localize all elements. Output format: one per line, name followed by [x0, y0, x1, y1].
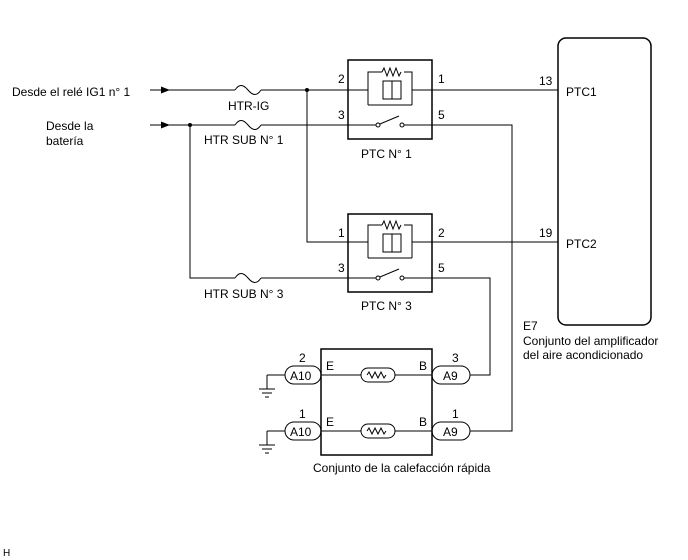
amplifier-box: [557, 37, 652, 326]
fuse-htr-ig-symbol: [234, 85, 262, 95]
connector-a9-row2: [431, 421, 471, 441]
ptc3-resistor-icon: [381, 219, 402, 231]
source-ig1-label: Desde el relé IG1 n° 1: [12, 85, 131, 99]
amp-pin-a-name: PTC1: [566, 85, 597, 99]
heater-row1-left-pin: 2: [299, 351, 306, 365]
amp-label-line1: Conjunto del amplificador: [523, 334, 658, 348]
ptc1-label: PTC N° 1: [361, 147, 412, 161]
ptc1-switch-icon: [379, 115, 400, 125]
source-battery-label-line2: batería: [46, 134, 84, 148]
ptc3-pin-br: 5: [438, 261, 445, 275]
heater-row2-right-pin: 1: [452, 407, 459, 421]
fuse-htr-ig-label: HTR-IG: [228, 99, 269, 113]
connector-a9-row1: [431, 365, 471, 385]
heater-row2-left-conn: A10: [290, 425, 312, 439]
wire-ptc1-to-heater: [432, 124, 513, 432]
heater-row1-right-conn: A9: [443, 369, 458, 383]
relay-ptc3: [347, 213, 433, 293]
amp-pin-b-name: PTC2: [566, 237, 597, 251]
heater-box: [320, 348, 433, 456]
fuse-htr-sub3-symbol: [234, 273, 262, 283]
amp-pin-b-number: 19: [539, 226, 553, 240]
heater-row2-right-conn: A9: [443, 425, 458, 439]
heater-element-icon-row2: [360, 423, 396, 439]
ptc3-pin-tl: 1: [338, 226, 345, 240]
ptc1-pin-tl: 2: [338, 72, 345, 86]
source-battery-label-line1: Desde la: [46, 119, 94, 133]
amp-code: E7: [523, 319, 538, 333]
heater-element-icon-row1: [360, 367, 396, 383]
wire-ig-to-ptc3: [306, 90, 348, 243]
ptc1-pin-tr: 1: [438, 72, 445, 86]
heater-row1-right-pin: 3: [452, 351, 459, 365]
heater-row1: [259, 365, 471, 398]
heater-row1-right-term: B: [419, 359, 427, 373]
amp-label-line2: del aire acondicionado: [523, 348, 643, 362]
ptc3-switch-icon: [379, 268, 400, 278]
heater-row2-left-term: E: [326, 415, 334, 429]
heater-row1-left-term: E: [326, 359, 334, 373]
fuse-htr-sub1-symbol: [234, 120, 262, 130]
heater-row1-left-conn: A10: [290, 369, 312, 383]
heater-row2: [259, 421, 471, 454]
ptc3-pin-tr: 2: [438, 226, 445, 240]
ptc3-pin-bl: 3: [338, 261, 345, 275]
fuse-htr-sub3-label: HTR SUB N° 3: [204, 287, 284, 301]
corner-mark: H: [3, 548, 10, 559]
heater-row2-left-pin: 1: [299, 407, 306, 421]
wire-battery: [150, 120, 348, 130]
ptc3-label: PTC N° 3: [361, 299, 412, 313]
ptc1-pin-bl: 3: [338, 108, 345, 122]
wire-ig1: [150, 85, 348, 95]
ptc1-resistor-icon: [381, 66, 402, 78]
relay-ptc1: [347, 59, 433, 140]
amp-pin-a-number: 13: [539, 74, 553, 88]
wire-battery-branch: [189, 125, 348, 283]
wire-ptc3-to-heater: [432, 277, 491, 376]
heater-row2-right-term: B: [419, 415, 427, 429]
heater-label: Conjunto de la calefacción rápida: [313, 461, 491, 475]
fuse-htr-sub1-label: HTR SUB N° 1: [204, 133, 284, 147]
ptc1-pin-br: 5: [438, 108, 445, 122]
